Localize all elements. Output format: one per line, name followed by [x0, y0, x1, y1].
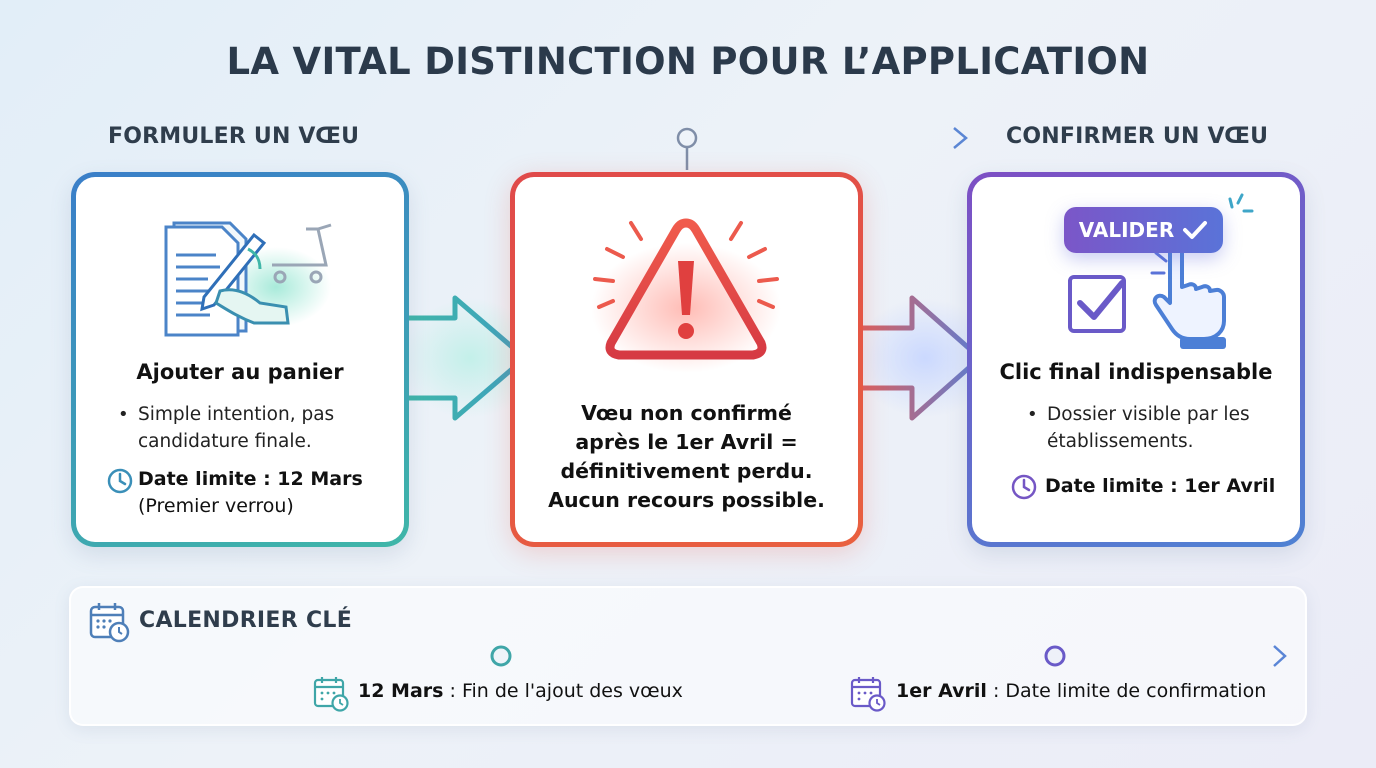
calendar-text: : Date limite de confirmation	[986, 680, 1267, 702]
milestone-12-mars	[490, 645, 512, 667]
sparkle-icon	[1228, 193, 1254, 213]
calendar-title: CALENDRIER CLÉ	[139, 608, 353, 633]
top-timeline-arrowhead	[953, 127, 968, 149]
clock-icon	[107, 468, 133, 494]
left-column-header: FORMULER UN VŒU	[108, 124, 360, 149]
confirm-deadline-label: Date limite : 1er Avril	[1045, 475, 1276, 497]
warning-line: Aucun recours possible.	[548, 488, 825, 512]
confirm-card: Clic final indispensable • Dossier visib…	[967, 172, 1305, 547]
page-title: LA VITAL DISTINCTION POUR L’APPLICATION	[226, 40, 1150, 83]
confirm-deadline: Date limite : 1er Avril	[1045, 473, 1275, 500]
valider-button-label: VALIDER	[1078, 218, 1175, 242]
formulate-heading: Ajouter au panier	[136, 360, 344, 384]
milestone-1er-avril	[1044, 645, 1066, 667]
right-column-header: CONFIRMER UN VŒU	[1006, 124, 1269, 149]
calendar-timeline-arrowhead	[1273, 645, 1287, 667]
calendar-date: 1er Avril	[896, 680, 987, 702]
warning-message: Vœu non confirmé après le 1er Avril = dé…	[515, 399, 858, 515]
formulate-deadline: Date limite : 12 Mars (Premier verrou)	[138, 466, 363, 520]
confirm-bullet-text: Dossier visible par les établissements.	[1047, 404, 1250, 452]
confirm-heading: Clic final indispensable	[999, 360, 1273, 384]
calendar-item-12-mars: 12 Mars : Fin de l'ajout des vœux	[358, 680, 683, 702]
warning-line: après le 1er Avril =	[575, 430, 798, 454]
bullet-dot: •	[118, 404, 129, 425]
formulate-deadline-note: (Premier verrou)	[138, 495, 294, 517]
clock-icon	[1011, 474, 1037, 500]
top-timeline-node	[676, 127, 698, 149]
warning-line: Vœu non confirmé	[581, 401, 792, 425]
warning-triangle-icon	[591, 218, 781, 373]
warning-card: Vœu non confirmé après le 1er Avril = dé…	[510, 172, 863, 547]
formulate-bullet-text: Simple intention, pas candidature finale…	[138, 404, 335, 452]
pointing-hand-icon	[1150, 245, 1226, 349]
calendar-clock-icon	[313, 677, 349, 712]
formulate-card: Ajouter au panier • Simple intention, pa…	[71, 172, 409, 547]
calendar-clock-icon	[89, 603, 130, 643]
document-signing-cart-icon	[164, 221, 332, 337]
check-icon	[1183, 221, 1208, 239]
confirm-bullet: • Dossier visible par les établissements…	[1027, 401, 1287, 455]
warning-line: définitivement perdu.	[560, 459, 813, 483]
valider-button[interactable]: VALIDER	[1064, 207, 1223, 253]
calendar-date: 12 Mars	[358, 680, 444, 702]
formulate-deadline-label: Date limite : 12 Mars	[138, 468, 363, 490]
calendar-item-1er-avril: 1er Avril : Date limite de confirmation	[896, 680, 1266, 702]
calendar-clock-icon	[850, 677, 886, 712]
checkbox-icon	[1068, 275, 1126, 333]
calendar-text: : Fin de l'ajout des vœux	[443, 680, 683, 702]
formulate-bullet: • Simple intention, pas candidature fina…	[118, 401, 378, 455]
bullet-dot: •	[1027, 404, 1038, 425]
